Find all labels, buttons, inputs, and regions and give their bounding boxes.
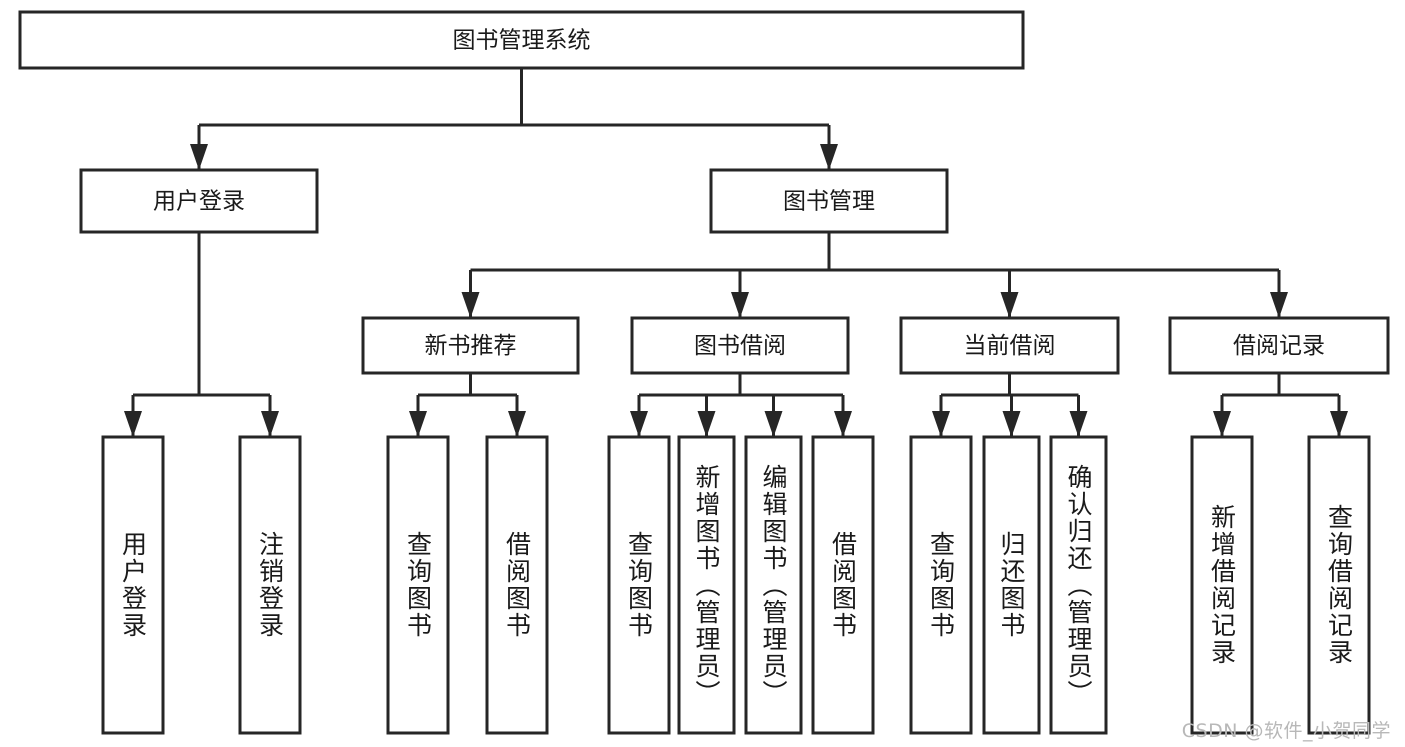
node-book-borrow[interactable] xyxy=(630,316,850,375)
arrow-head-icon xyxy=(1002,411,1021,437)
arrow-head-icon xyxy=(764,411,783,437)
node-box-layer xyxy=(18,10,1390,735)
arrow-head-icon xyxy=(409,411,427,437)
node-book-manage[interactable] xyxy=(709,168,949,234)
arrow-head-icon xyxy=(697,411,716,437)
arrow-head-icon xyxy=(834,411,852,437)
node-leaf-query-book-borrow[interactable] xyxy=(607,435,671,735)
connector-layer xyxy=(124,68,1348,437)
arrow-head-icon xyxy=(1069,411,1088,437)
arrow-head-icon xyxy=(190,144,208,170)
arrow-head-icon xyxy=(124,411,142,437)
arrow-head-icon xyxy=(461,292,480,318)
node-label-user-login: 用户登录 xyxy=(153,189,245,215)
node-leaf-confirm-return-admin[interactable] xyxy=(1049,435,1108,735)
arrow-head-icon xyxy=(932,411,950,437)
arrow-head-icon xyxy=(820,144,838,170)
arrow-head-icon xyxy=(1330,411,1348,437)
arrow-head-icon xyxy=(261,411,279,437)
node-label-root: 图书管理系统 xyxy=(453,28,591,54)
node-leaf-query-book-newbook[interactable] xyxy=(386,435,450,735)
node-root[interactable] xyxy=(18,10,1025,70)
node-leaf-edit-book-admin[interactable] xyxy=(744,435,803,735)
arrow-head-icon xyxy=(1270,292,1288,318)
node-leaf-query-borrow-record[interactable] xyxy=(1307,435,1371,735)
arrow-head-icon xyxy=(1000,292,1019,318)
node-leaf-return-book[interactable] xyxy=(982,435,1041,735)
node-new-book-recommend[interactable] xyxy=(361,316,580,375)
arrow-head-icon xyxy=(1213,411,1231,437)
node-label-book-borrow: 图书借阅 xyxy=(694,333,786,359)
node-leaf-query-book-current[interactable] xyxy=(909,435,973,735)
node-label-book-manage: 图书管理 xyxy=(783,189,875,215)
node-label-current-borrow: 当前借阅 xyxy=(964,333,1056,359)
node-borrow-record[interactable] xyxy=(1168,316,1390,375)
node-current-borrow[interactable] xyxy=(899,316,1120,375)
node-label-new-book-recommend: 新书推荐 xyxy=(425,333,517,359)
node-user-login[interactable] xyxy=(79,168,319,234)
arrow-head-icon xyxy=(630,411,648,437)
node-leaf-add-book-admin[interactable] xyxy=(677,435,736,735)
node-leaf-borrow-book-borrow[interactable] xyxy=(811,435,875,735)
arrow-head-icon xyxy=(731,292,749,318)
node-leaf-logout[interactable] xyxy=(238,435,302,735)
node-leaf-borrow-book-newbook[interactable] xyxy=(485,435,549,735)
csdn-watermark: CSDN @软件_小贺同学 xyxy=(1181,720,1391,742)
node-leaf-user-login[interactable] xyxy=(101,435,165,735)
node-label-borrow-record: 借阅记录 xyxy=(1233,333,1325,359)
arrow-head-icon xyxy=(508,411,526,437)
node-leaf-add-borrow-record[interactable] xyxy=(1190,435,1254,735)
